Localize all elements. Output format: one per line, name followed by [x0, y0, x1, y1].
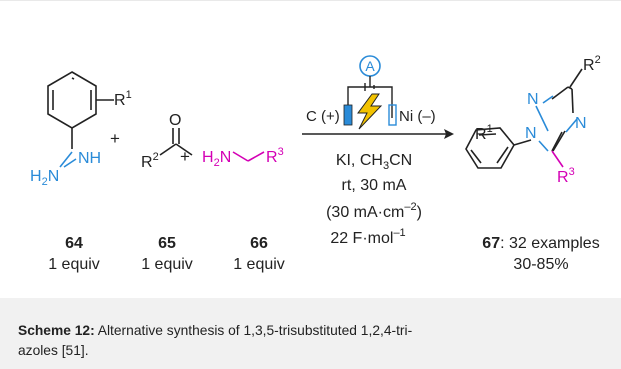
product-result: : 32 examples [500, 235, 600, 252]
condition-temp-current: rt, 30 mA [342, 177, 407, 194]
circuit-wire [347, 76, 393, 118]
condition-current-density: (30 mA·cm [326, 204, 404, 221]
reaction-scheme: R1 NH H2N + O R2 + H2N R3 64 1 equiv 65 … [30, 54, 601, 273]
product-double-bonds [552, 86, 573, 152]
svg-text:R1: R1 [475, 123, 493, 143]
anode-label: C (+) [306, 108, 340, 125]
reactant-65-r-index: 2 [153, 151, 159, 163]
plus-sign-1: + [110, 129, 120, 148]
product-r3-bond [551, 150, 564, 168]
product-yield: 30-85% [513, 256, 568, 273]
reactant-65-oxygen: O [169, 112, 181, 129]
product-n-bonds [538, 95, 578, 152]
reaction-arrow [302, 129, 454, 139]
caption-box: Scheme 12: Alternative synthesis of 1,3,… [0, 298, 621, 369]
reactant-64-nh: NH [78, 150, 101, 167]
product-n2: N [527, 91, 539, 108]
reactant-66-h-count: 2 [214, 157, 220, 169]
compound-65-equiv: 1 equiv [141, 256, 193, 273]
svg-text:R3: R3 [557, 166, 575, 186]
condition-reagents: KI, CH [336, 152, 383, 169]
cathode-label: Ni (–) [399, 108, 436, 125]
compound-64-number: 64 [65, 235, 83, 252]
product-r-symbol-3: R [557, 169, 569, 186]
reactant-64-n: N [48, 168, 60, 185]
product-r-symbol-2: R [583, 57, 595, 74]
product-r1-index: 1 [487, 123, 493, 135]
condition-current-density-exp: –2 [404, 201, 416, 213]
lightning-icon [357, 93, 383, 130]
caption-line-2: azoles [51]. [18, 343, 89, 358]
product-substituent-bonds [513, 68, 583, 146]
reactant-66-n: N [220, 149, 232, 166]
product-phenyl-ring [465, 127, 515, 169]
scheme-panel: R1 NH H2N + O R2 + H2N R3 64 1 equiv 65 … [0, 0, 621, 273]
reactant-65-r-symbol: R [141, 154, 153, 171]
svg-text:R2: R2 [141, 151, 159, 171]
svg-text:R2: R2 [583, 54, 601, 74]
product-triazole-ring [535, 105, 549, 132]
product-ring-bonds [551, 86, 574, 152]
svg-text:KI, CH3CN: KI, CH3CN [336, 152, 412, 172]
condition-charge: 22 F·mol [330, 230, 393, 247]
condition-current-density-end: ) [417, 204, 422, 221]
caption-label: Scheme 12: [18, 323, 95, 338]
reactant-65-carbonyl-bond [172, 128, 180, 144]
svg-text:67: 32 examples: 67: 32 examples [482, 235, 599, 252]
compound-66-equiv: 1 equiv [233, 256, 285, 273]
cell-label: A [365, 58, 375, 74]
scheme-caption: Scheme 12: Alternative synthesis of 1,3,… [18, 321, 608, 361]
electrochemical-cell: A C (+) Ni (–) [306, 55, 436, 130]
condition-reagents-sub: 3 [383, 160, 389, 172]
product-r2-index: 2 [595, 54, 601, 66]
product-n1: N [525, 125, 537, 142]
reactant-64-hydrazine-bonds [59, 151, 73, 168]
reactant-64-h: H [30, 168, 42, 185]
product-n4: N [575, 115, 587, 132]
condition-charge-exp: –1 [393, 227, 405, 239]
compound-65-number: 65 [158, 235, 176, 252]
condition-reagents-end: CN [389, 152, 412, 169]
reactant-66-r-symbol: R [266, 149, 278, 166]
svg-text:R1: R1 [114, 89, 132, 109]
reactant-64-structure [47, 71, 114, 149]
caption-line-1: Alternative synthesis of 1,3,5-trisubsti… [94, 323, 413, 338]
reactant-64-r-symbol: R [114, 92, 126, 109]
plus-sign-2: + [180, 147, 190, 166]
svg-text:H2N: H2N [202, 149, 231, 169]
reactant-66-chain [232, 151, 265, 162]
compound-66-number: 66 [250, 235, 268, 252]
reactant-65-structure [159, 143, 193, 156]
reactant-66-r-index: 3 [278, 146, 284, 158]
product-number: 67 [482, 235, 500, 252]
svg-text:(30 mA·cm–2): (30 mA·cm–2) [326, 201, 422, 221]
cathode-electrode-icon [388, 104, 397, 126]
reactant-66-h: H [202, 149, 214, 166]
svg-text:H2N: H2N [30, 168, 59, 188]
reactant-64-h-count: 2 [42, 176, 48, 188]
compound-64-equiv: 1 equiv [48, 256, 100, 273]
reactant-64-r-index: 1 [126, 89, 132, 101]
svg-text:R3: R3 [266, 146, 284, 166]
product-r3-index: 3 [569, 166, 575, 178]
svg-text:22 F·mol–1: 22 F·mol–1 [330, 227, 405, 247]
anode-electrode-icon [343, 104, 353, 126]
product-r-symbol-1: R [475, 126, 487, 143]
